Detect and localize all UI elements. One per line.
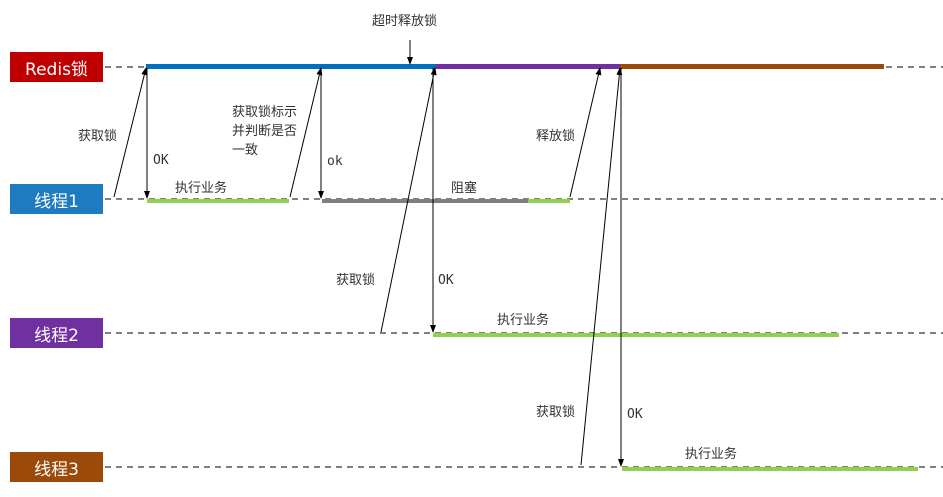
t3-ok-label: OK	[627, 407, 643, 422]
t1-check-arrow	[289, 67, 323, 198]
thread3-business-bar	[622, 467, 918, 471]
lock-held-by-thread1	[146, 64, 436, 69]
t1-blocked-label: 阻塞	[451, 180, 477, 196]
lane-label-thread1: 线程1	[10, 184, 103, 214]
t2-ok-label: OK	[438, 273, 454, 288]
t1-release-arrow	[569, 67, 602, 198]
t1-check-label-2: 并判断是否	[232, 124, 297, 139]
thread1-business-bar-2	[528, 199, 570, 203]
t2-acquire-label: 获取锁	[336, 272, 375, 288]
t1-ok-label: OK	[153, 153, 169, 168]
lane-label-thread2: 线程2	[10, 318, 103, 348]
t1-check-label-3: 一致	[232, 143, 258, 158]
t1-acquire-arrow	[113, 67, 148, 198]
lane-label-redis-lock: Redis锁	[10, 52, 103, 82]
lock-held-by-thread3	[620, 64, 884, 69]
lock-held-by-thread2	[436, 64, 620, 69]
thread1-business-bar	[147, 199, 289, 203]
t2-acquire-arrow	[380, 67, 437, 333]
t3-acquire-arrow	[580, 67, 623, 466]
t3-business-label: 执行业务	[685, 446, 737, 462]
t2-business-label: 执行业务	[497, 312, 549, 328]
timeout-release-label: 超时释放锁	[372, 13, 437, 29]
t1-business-label: 执行业务	[175, 180, 227, 196]
t1-acquire-label: 获取锁	[78, 128, 117, 144]
t3-acquire-label: 获取锁	[536, 404, 575, 420]
thread2-business-bar	[433, 333, 839, 337]
thread1-blocked-bar	[322, 199, 528, 203]
lane-label-thread3: 线程3	[10, 452, 103, 482]
t1-release-label: 释放锁	[536, 128, 575, 144]
t1-check-label-1: 获取锁标示	[232, 104, 297, 120]
t1-ok2-label: ok	[327, 154, 343, 169]
